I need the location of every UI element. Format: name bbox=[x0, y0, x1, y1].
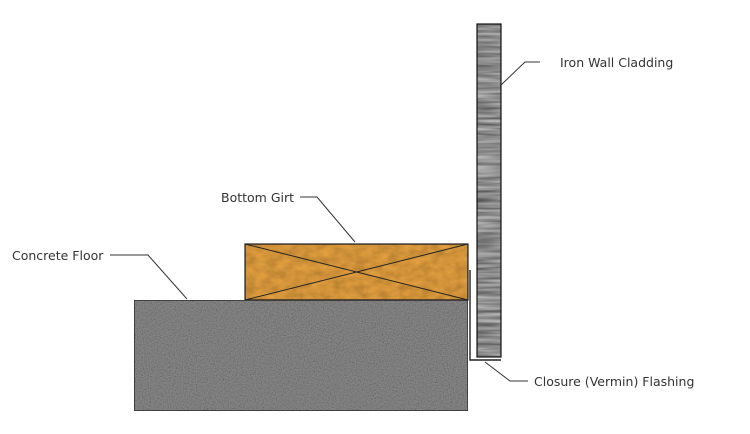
girt-cross-line bbox=[244, 243, 469, 301]
label-closure-flashing: Closure (Vermin) Flashing bbox=[534, 374, 694, 389]
iron-wall-cladding bbox=[476, 23, 502, 358]
leader-concrete-floor bbox=[110, 254, 188, 300]
leader-flashing bbox=[484, 361, 528, 382]
vermin-flashing bbox=[469, 270, 501, 361]
label-concrete-floor: Concrete Floor bbox=[12, 248, 104, 263]
concrete-floor-slab bbox=[133, 299, 469, 412]
leader-bottom-girt bbox=[300, 196, 356, 243]
label-iron-wall-cladding: Iron Wall Cladding bbox=[560, 55, 673, 70]
label-bottom-girt: Bottom Girt bbox=[221, 190, 294, 205]
leader-iron-wall-cladding bbox=[499, 61, 540, 87]
bottom-girt-timber bbox=[244, 243, 469, 301]
